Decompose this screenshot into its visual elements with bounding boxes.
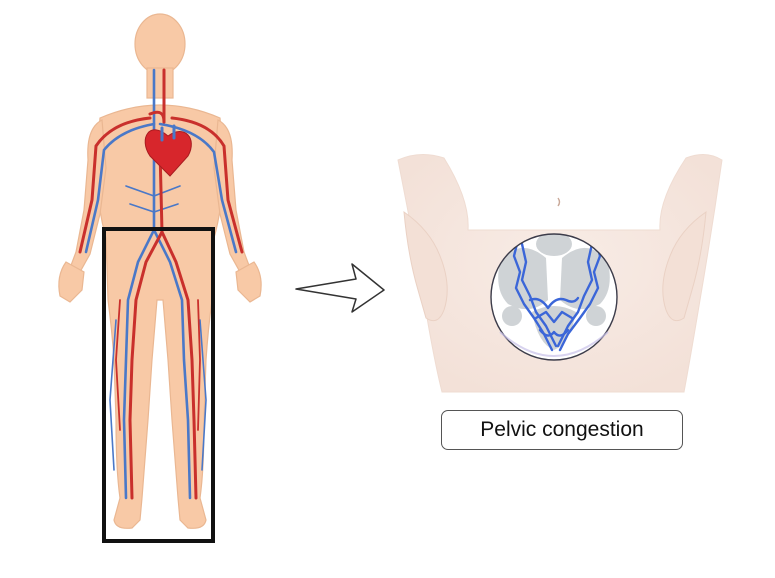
right-arrow-icon	[295, 263, 385, 313]
highlight-frame	[102, 227, 215, 543]
pelvic-veins-icon	[397, 154, 723, 393]
right-hand	[662, 210, 707, 322]
human-circulatory-system-icon	[58, 13, 262, 529]
magnifier-lens	[490, 233, 618, 361]
caption-label: Pelvic congestion	[441, 410, 683, 450]
arteries	[78, 68, 244, 500]
body-silhouette	[58, 13, 262, 529]
heart-icon	[144, 124, 192, 177]
caption-text: Pelvic congestion	[480, 418, 644, 441]
navel	[557, 197, 561, 207]
congested-veins	[512, 238, 602, 352]
left-hand	[403, 210, 448, 322]
